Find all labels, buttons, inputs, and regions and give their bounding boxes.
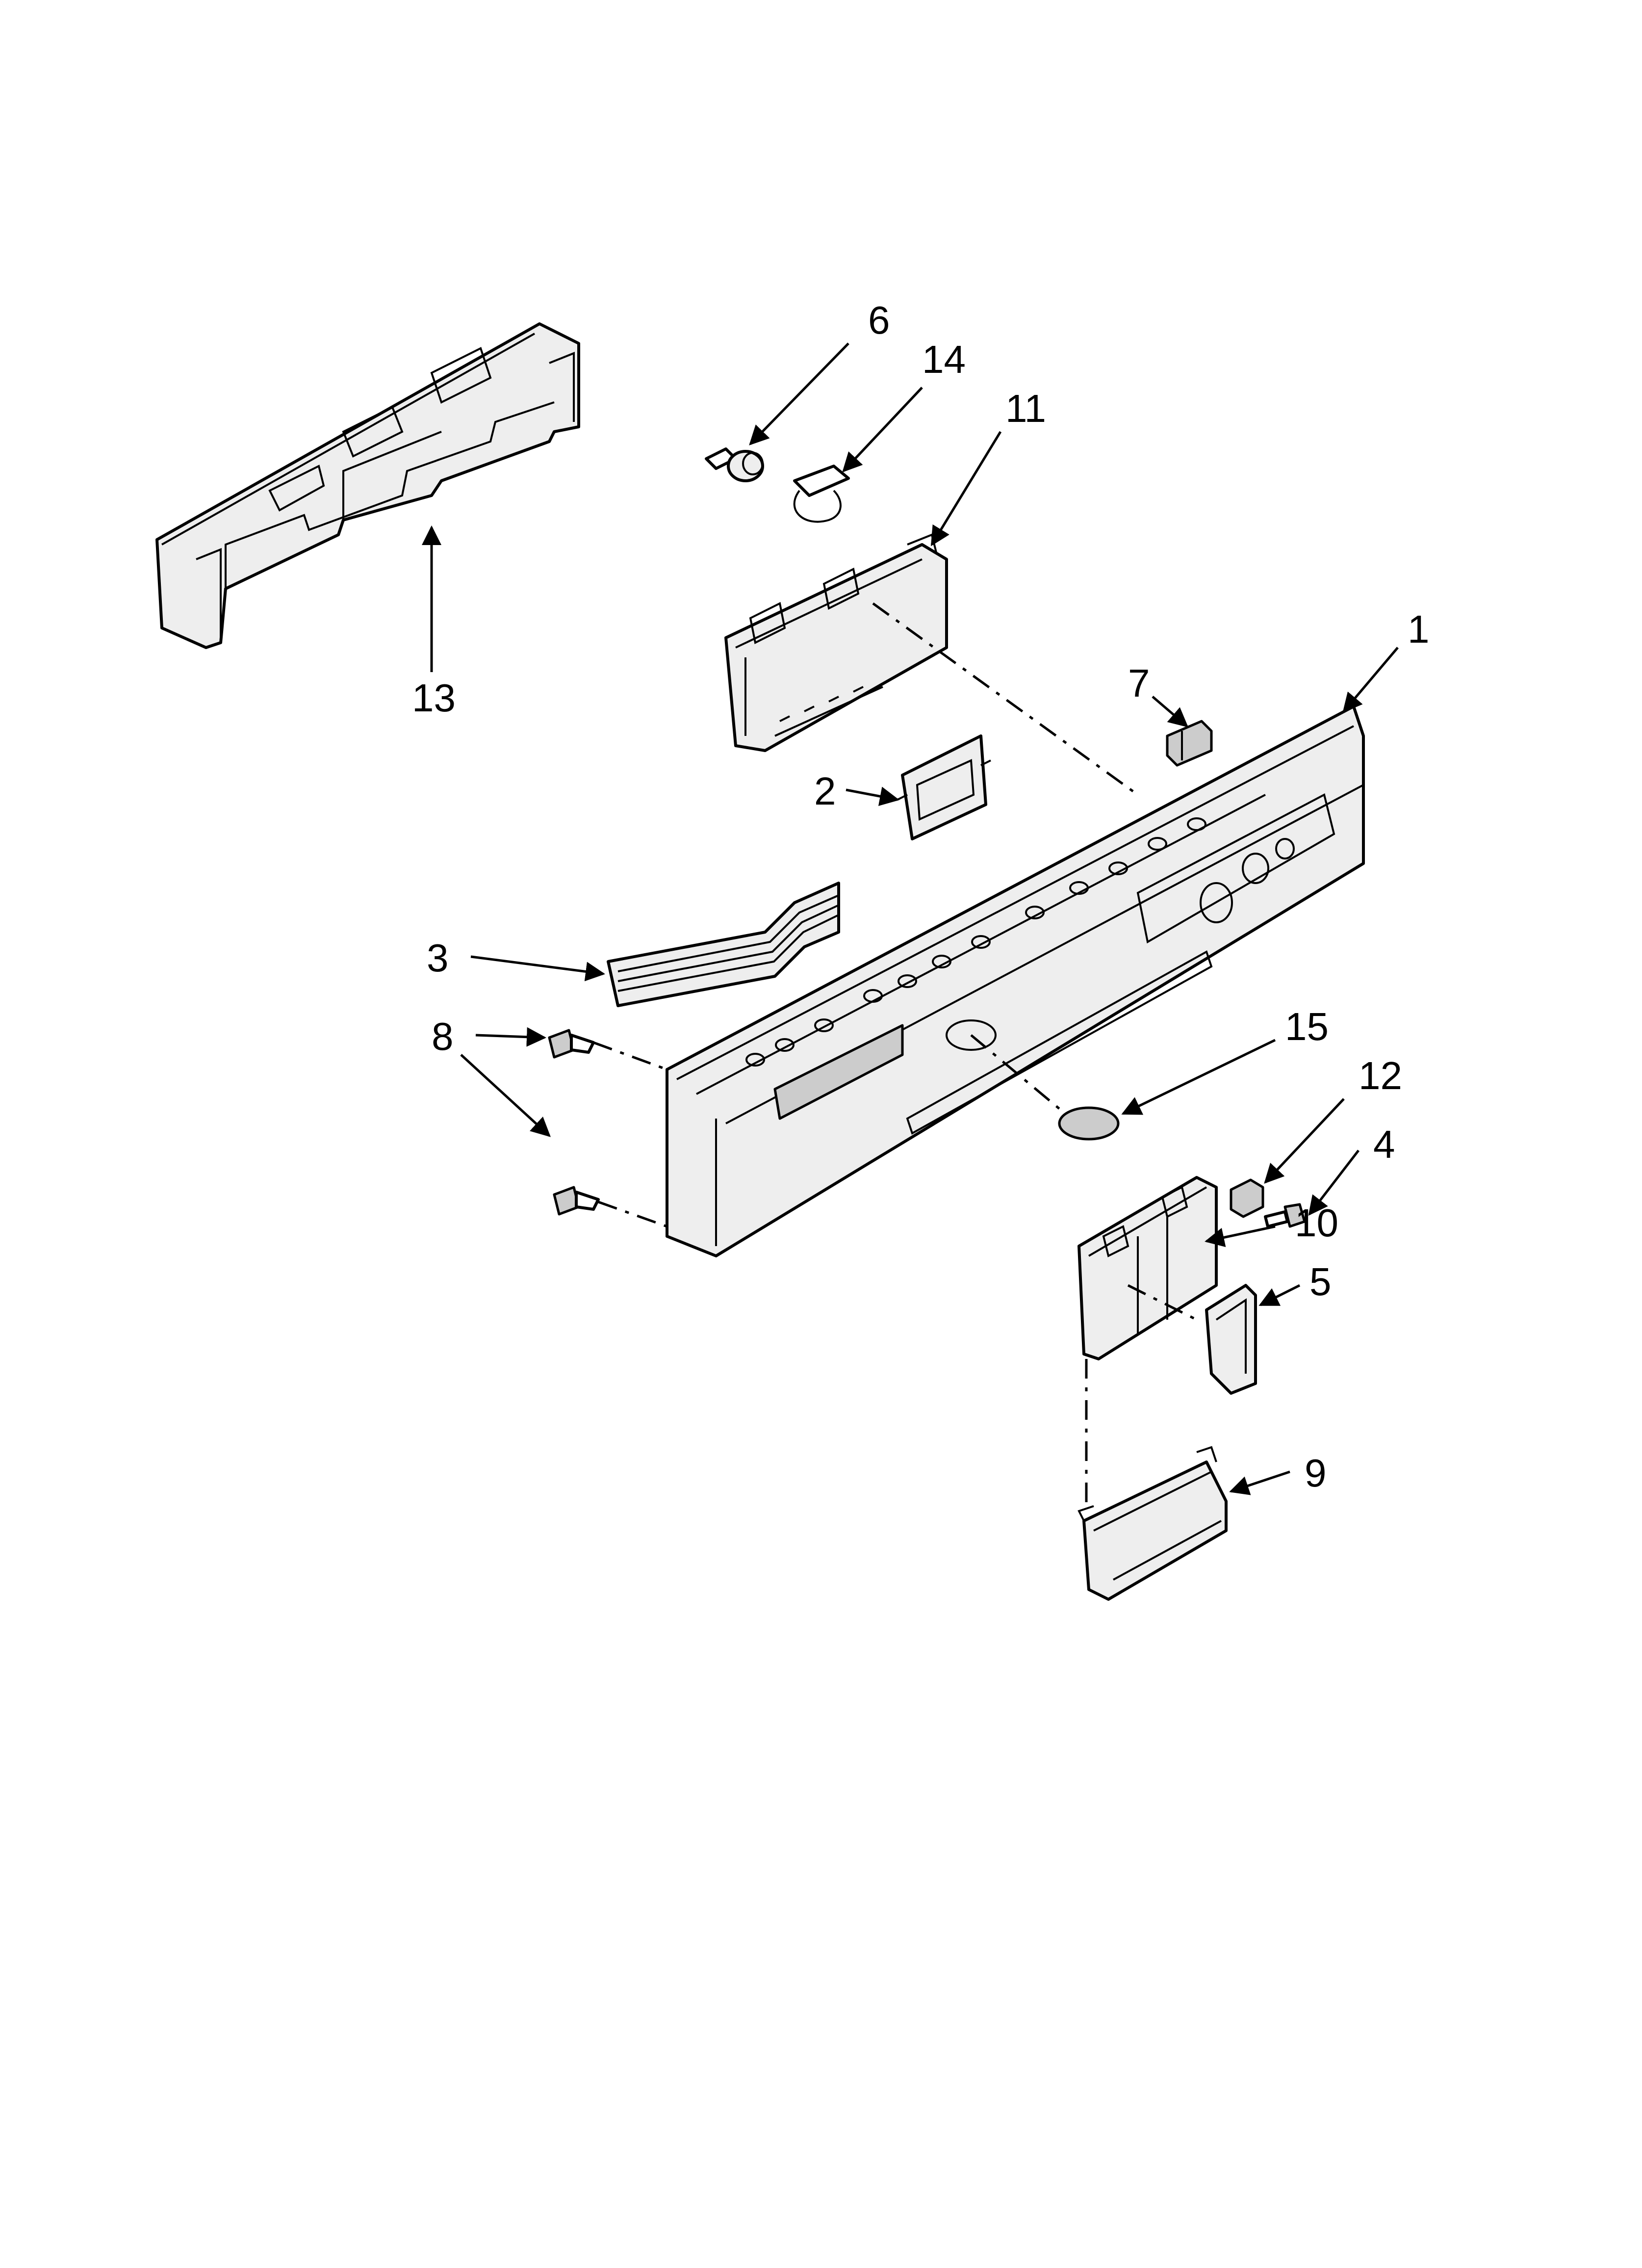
leader-6	[749, 342, 849, 445]
part-7-clip	[1166, 720, 1213, 767]
part-labels: 6 14 11 1 7 13 2 3 8 15 12 4 10 5 9	[412, 298, 1430, 1495]
part-10-latch-bracket	[1078, 1176, 1218, 1360]
leader-10	[1205, 1225, 1276, 1248]
leader-3	[470, 955, 605, 982]
label-14: 14	[922, 338, 966, 381]
part-5-handle-clip	[1205, 1284, 1257, 1395]
label-15: 15	[1285, 1005, 1329, 1048]
part-4-screw	[1264, 1203, 1306, 1228]
label-6: 6	[868, 298, 890, 342]
label-8: 8	[432, 1015, 454, 1058]
leader-2	[846, 786, 899, 806]
label-12: 12	[1359, 1054, 1402, 1097]
part-6-thermal-fuse	[705, 447, 764, 482]
leader-12	[1264, 1098, 1345, 1184]
leader-1	[1342, 647, 1399, 713]
assembly-lines	[593, 602, 1198, 1511]
part-9-handle-bracket	[1078, 1446, 1228, 1601]
label-9: 9	[1305, 1451, 1327, 1495]
label-2: 2	[814, 769, 836, 813]
label-13: 13	[412, 676, 456, 720]
leader-lines	[422, 342, 1399, 1495]
label-5: 5	[1309, 1260, 1332, 1303]
label-4: 4	[1373, 1122, 1395, 1166]
label-11: 11	[1005, 387, 1046, 430]
leader-4	[1308, 1149, 1360, 1216]
part-8-screw-upper	[548, 1029, 595, 1059]
part-8-screw-lower	[553, 1186, 600, 1216]
part-1-control-panel	[666, 705, 1365, 1257]
label-3: 3	[427, 936, 449, 980]
part-2-bracket	[897, 734, 991, 840]
leader-9	[1229, 1470, 1290, 1495]
part-11-control-board	[724, 533, 948, 752]
leader-8b	[460, 1054, 551, 1137]
leader-7	[1152, 696, 1189, 728]
part-3-ribbon-cable	[607, 882, 840, 1007]
part-13-console-cover	[155, 322, 580, 649]
leader-5	[1258, 1284, 1301, 1306]
label-7: 7	[1128, 661, 1150, 705]
leader-8a	[475, 1027, 546, 1047]
leader-15	[1121, 1039, 1276, 1115]
part-12-switch	[1230, 1178, 1264, 1218]
label-10: 10	[1295, 1201, 1338, 1245]
part-15-badge	[1058, 1106, 1120, 1141]
label-1: 1	[1408, 607, 1430, 651]
leader-11	[930, 431, 1002, 547]
leader-14	[842, 387, 923, 472]
part-14-fuse-retainer	[793, 465, 850, 523]
